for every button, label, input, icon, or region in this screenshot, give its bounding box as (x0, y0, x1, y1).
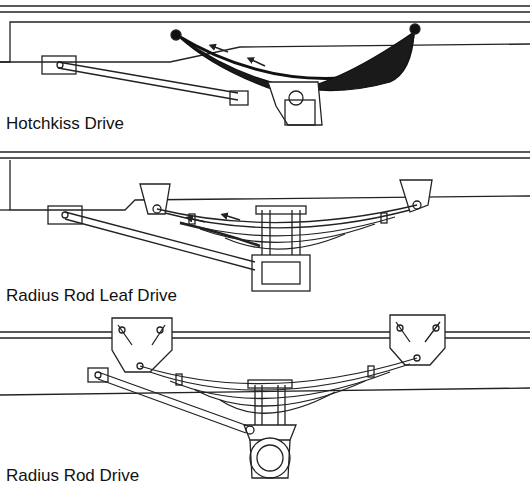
radius-rod-drive-figure (0, 315, 530, 478)
radius-rod-leaf-drive-figure (0, 152, 530, 291)
drive-caption: Hotchkiss Drive (6, 114, 124, 134)
drive-caption: Radius Rod Leaf Drive (6, 286, 177, 306)
hotchkiss-drive-figure (0, 6, 530, 125)
drive-caption: Radius Rod Drive (6, 466, 139, 486)
